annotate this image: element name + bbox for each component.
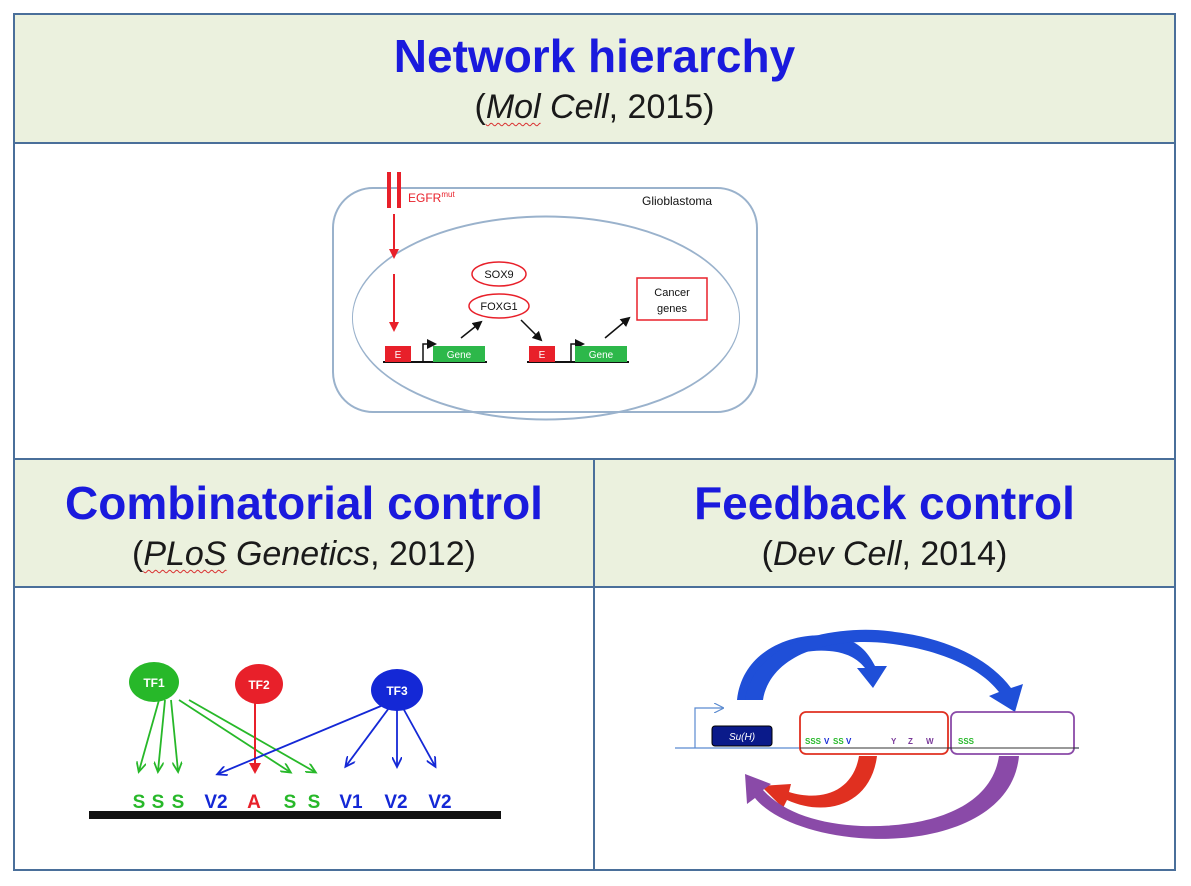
egfr-label: EGFRmut: [408, 190, 455, 205]
section-title-feedback-control: Feedback control: [694, 477, 1075, 529]
cancer-genes-label-1: Cancer: [654, 287, 690, 299]
feedback-arc-red: [761, 756, 877, 808]
site-label: V2: [384, 792, 407, 813]
fb-site-label: SSS: [805, 737, 822, 746]
dna-strand: [89, 811, 501, 819]
tf1-node: [129, 662, 179, 702]
nucleus-outline: [351, 215, 741, 421]
gene-box-1: [433, 346, 485, 362]
module-1-sites: SSS V SS V Y Z W: [805, 737, 934, 746]
feedback-arc-blue-long: [745, 629, 1023, 712]
tf-label-sox9: SOX9: [484, 269, 513, 281]
cancer-genes-label-2: genes: [657, 303, 687, 315]
tf-node-sox9: [471, 261, 527, 287]
site-label: A: [247, 792, 261, 813]
fb-site-label: V: [824, 737, 830, 746]
tf1-arrows: [139, 699, 315, 772]
promoter-arrow-2: [570, 339, 585, 362]
enhancer-box-2: [529, 346, 555, 362]
glioblastoma-label: Glioblastoma: [642, 194, 712, 208]
fb-site-label: W: [926, 737, 934, 746]
tf2-label: TF2: [248, 678, 270, 692]
egfr-receptor: [387, 172, 401, 208]
tf3-node: [371, 669, 423, 711]
fb-promoter-arrow: [694, 708, 723, 748]
enhancer-label-1: E: [395, 350, 402, 361]
feedback-control-diagram: Su(H) SSS V SS V Y Z W SSS: [675, 629, 1079, 839]
enhancer-label-2: E: [539, 350, 546, 361]
section-title-combinatorial-control: Combinatorial control: [65, 477, 543, 529]
tf-node-foxg1: [468, 293, 530, 319]
fb-site-label: SS: [833, 737, 844, 746]
tf-to-locus-arrow: [520, 319, 543, 342]
binding-sites: S S S V2 A S S V1 V2 V2: [133, 792, 452, 813]
section-citation-feedback-control: (Dev Cell, 2014): [761, 535, 1008, 573]
tf3-label: TF3: [386, 684, 408, 698]
fb-site-label: Z: [908, 737, 913, 746]
enhancer-box-1: [385, 346, 411, 362]
figure-frame: Network hierarchy (Mol Cell, 2015) EGFRm…: [13, 13, 1176, 871]
site-label: S: [152, 792, 165, 813]
header-combinatorial-control: Combinatorial control (PLoS Genetics, 20…: [15, 460, 595, 588]
site-label: V2: [428, 792, 451, 813]
activation-arrow-2: [604, 316, 631, 339]
tf3-arrows: [218, 705, 435, 774]
gene-label-1: Gene: [447, 350, 472, 361]
section-citation-combinatorial-control: (PLoS Genetics, 2012): [132, 535, 476, 573]
site-label: S: [308, 792, 321, 813]
tf2-node: [235, 664, 283, 704]
site-label: V1: [339, 792, 363, 813]
header-network-hierarchy: Network hierarchy (Mol Cell, 2015): [15, 15, 1174, 144]
section-title-network-hierarchy: Network hierarchy: [393, 30, 796, 82]
site-label: S: [172, 792, 185, 813]
fb-site-label: V: [846, 737, 852, 746]
cell-outline: [332, 187, 758, 413]
tf-label-foxg1: FOXG1: [480, 301, 517, 313]
su-h-box: [711, 725, 773, 747]
site-label: S: [133, 792, 146, 813]
su-h-label: Su(H): [729, 732, 755, 743]
feedback-arc-blue-short: [737, 635, 887, 700]
header-feedback-control: Feedback control (Dev Cell, 2014): [595, 460, 1174, 588]
activation-arrow-1: [460, 320, 483, 339]
network-hierarchy-diagram: EGFRmut Glioblastoma E Gene SOX9 FOXG1 E…: [332, 172, 758, 421]
citation-journal: Mol: [485, 88, 541, 126]
divider-middle: [15, 458, 1174, 460]
enhancer-module-box-2: [950, 711, 1075, 755]
gene-box-2: [575, 346, 627, 362]
gene-label-2: Gene: [589, 350, 614, 361]
site-label: V2: [204, 792, 227, 813]
enhancer-module-box-1: [799, 711, 949, 755]
cancer-genes-box: [636, 277, 708, 321]
promoter-arrow-1: [422, 339, 437, 362]
site-label: S: [284, 792, 297, 813]
citation-journal: PLoS: [143, 535, 227, 573]
feedback-arc-purple: [745, 756, 1019, 839]
citation-journal: Dev Cell: [772, 535, 902, 573]
divider-vertical: [593, 460, 595, 869]
fb-site-label: Y: [891, 737, 897, 746]
tf1-label: TF1: [143, 676, 165, 690]
section-citation-network-hierarchy: (Mol Cell, 2015): [474, 88, 715, 126]
module-2-site-label: SSS: [958, 737, 975, 746]
combinatorial-control-diagram: TF1 TF2 TF3 S S S V2 A S S V1 V2 V2: [89, 662, 501, 819]
